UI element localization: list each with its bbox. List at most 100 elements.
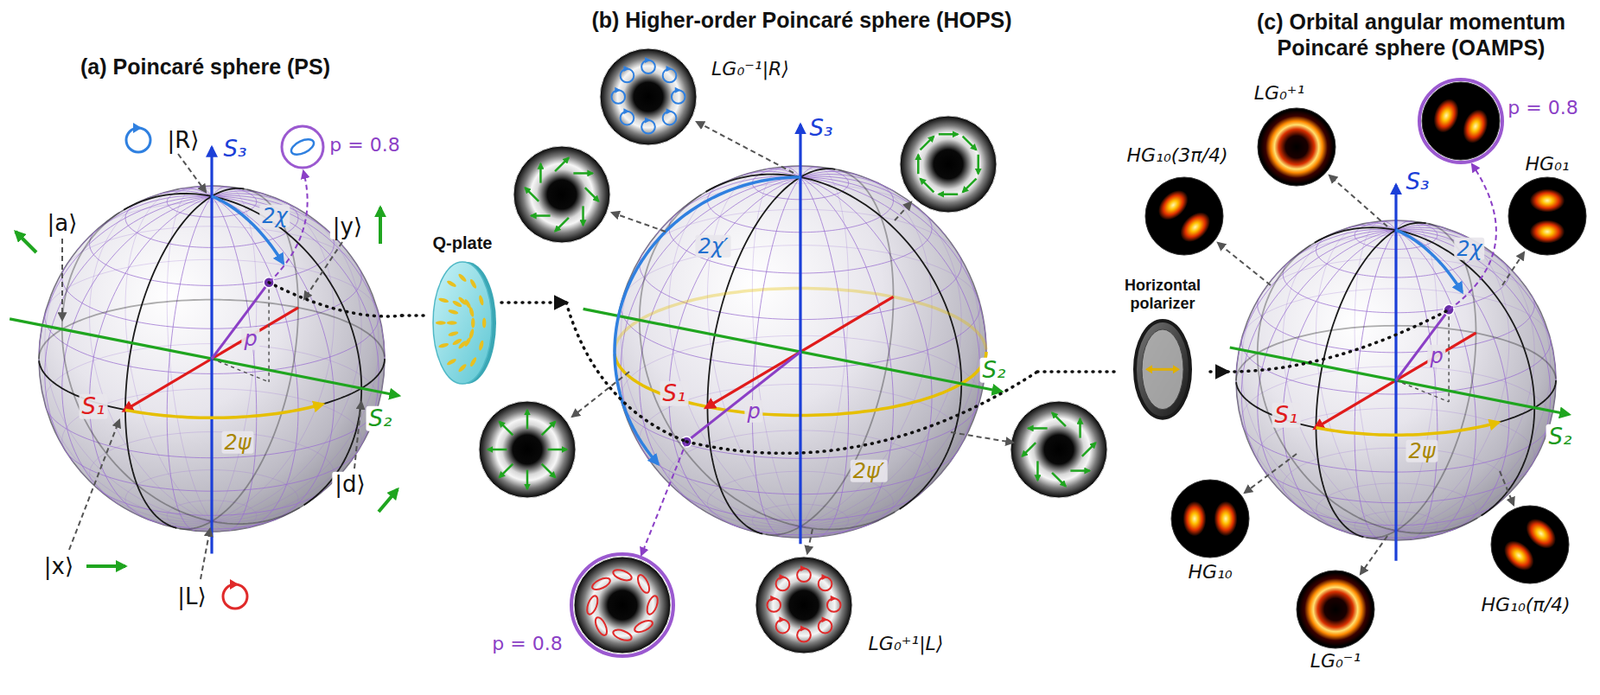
beam-path-connector — [501, 300, 567, 305]
vector-beam-profile — [513, 146, 611, 243]
polarization-circle — [796, 567, 811, 582]
azimuth-arc — [125, 403, 324, 418]
projection-line — [211, 358, 269, 383]
axis-label: S₃ — [1403, 169, 1433, 195]
liquid-crystal-mark — [482, 318, 486, 329]
azimuth-arc — [1316, 421, 1499, 435]
ket-label: |a⟩ — [44, 210, 81, 236]
polarization-arrow — [554, 217, 569, 232]
leader-arrow — [894, 202, 912, 221]
circular-polarization-icon — [126, 127, 151, 153]
leader-arrow — [1329, 175, 1388, 227]
grid-line — [1316, 223, 1427, 538]
optical-element: Q-plate — [423, 233, 502, 389]
polarization-arrowhead — [770, 595, 777, 602]
grid-line — [1270, 284, 1550, 531]
circular-polarization-arrowhead — [133, 122, 142, 134]
leader-arrow — [807, 529, 813, 554]
beam-intensity — [513, 146, 611, 243]
polarization-ellipse — [611, 567, 633, 583]
meridian-line — [707, 168, 836, 534]
panel-title: (b) Higher-order Poincaré sphere (HOPS) — [566, 6, 1038, 33]
leader-arrow — [611, 212, 666, 232]
polarization-arrowhead — [623, 65, 630, 72]
leader-arrow — [69, 420, 120, 550]
polarization-arrow — [585, 187, 600, 202]
highlight-ring — [571, 554, 674, 657]
polarization-arrowhead — [800, 565, 807, 572]
element-label: Horizontal polarizer — [1115, 276, 1211, 313]
mode-profile — [1171, 479, 1250, 558]
linear-polarization-icon — [15, 231, 37, 253]
mode-profile — [1419, 79, 1503, 163]
linear-polarization-icon — [378, 489, 398, 512]
circular-polarization-icon — [223, 584, 248, 609]
mode-label: HG₁₀(3π/4) — [1123, 145, 1231, 166]
axis-label: S₁ — [79, 394, 109, 420]
leader-arrow — [304, 242, 343, 300]
angle-label: 2ψ — [221, 431, 254, 454]
polarization-arrow — [1082, 442, 1097, 457]
polarization-arrowhead — [644, 57, 651, 64]
polarization-arrow — [1051, 472, 1066, 487]
polarization-arrow — [573, 172, 593, 175]
polarization-arrow — [920, 136, 935, 151]
grid-line — [765, 168, 894, 534]
polarization-ellipse — [644, 594, 660, 616]
polarization-arrow — [581, 205, 585, 225]
polarization-arrowhead — [623, 108, 630, 115]
leader-arrow — [1217, 242, 1271, 286]
beam-trajectory — [268, 282, 402, 317]
polarization-ellipse — [592, 615, 610, 638]
grid-line — [1241, 284, 1521, 531]
leader-arrow — [1502, 252, 1524, 286]
leader-arrow — [178, 153, 206, 192]
liquid-crystal-mark — [438, 297, 450, 304]
polarization-arrow — [541, 464, 556, 479]
liquid-crystal-mark — [457, 273, 468, 284]
projection-line — [267, 282, 270, 383]
leader-arrow — [950, 432, 1014, 443]
leader-arrow — [354, 401, 362, 469]
ket-label: |x⟩ — [41, 554, 77, 580]
grid-line — [89, 191, 266, 523]
polarization-arrow — [962, 136, 977, 151]
polarization-arrowhead — [666, 65, 673, 72]
polarization-circle — [671, 89, 686, 104]
stokes-vector — [1396, 309, 1449, 381]
poincare-sphere — [9, 147, 399, 555]
beam-intensity — [573, 556, 671, 654]
polarizer-drawing — [1115, 315, 1211, 424]
grid-line — [76, 254, 379, 523]
degree-label: p = 0.8 — [489, 633, 565, 655]
beam-background — [1145, 177, 1224, 255]
element-label: Q-plate — [423, 233, 502, 254]
latitude-arc — [1396, 229, 1462, 293]
mode-profile — [1508, 177, 1587, 255]
liquid-crystal-mark — [446, 357, 458, 367]
degree-label: p = 0.8 — [326, 134, 402, 156]
beam-lobe — [1529, 189, 1566, 213]
axis-label: S₂ — [366, 406, 396, 432]
mode-profile — [1145, 177, 1224, 255]
projection-line — [1396, 380, 1449, 402]
grid-line — [158, 191, 334, 523]
polarization-circle — [620, 69, 635, 83]
polarization-arrow — [539, 163, 542, 183]
leader-arrow — [1499, 471, 1514, 505]
beam-background — [1257, 108, 1336, 186]
polarization-ellipse — [590, 575, 612, 593]
polarizer-frame — [1134, 320, 1191, 419]
plate-face — [433, 261, 492, 384]
beam-trajectory — [686, 371, 1038, 453]
leader-arrow — [572, 371, 630, 417]
polarization-arrowhead — [778, 616, 785, 623]
grid-line — [669, 176, 859, 533]
meridian-line — [1365, 223, 1476, 538]
polarization-arrowhead — [778, 573, 785, 581]
polarization-ellipse — [288, 136, 316, 159]
polarization-arrow — [1027, 427, 1047, 430]
grid-line — [784, 166, 849, 537]
beam-intensity — [1298, 572, 1373, 647]
